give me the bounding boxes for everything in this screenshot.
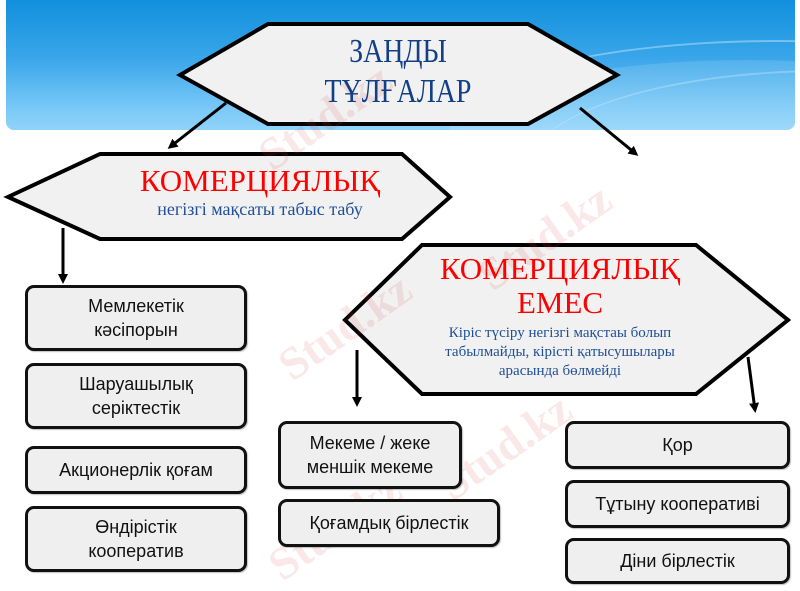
non-commercial-item-consumer-coop: Тұтыну кооперативі <box>565 480 790 528</box>
commercial-label: КОМЕРЦИЯЛЫҚ негізгі мақсаты табыс табу <box>80 164 440 220</box>
non-commercial-item-fund: Қор <box>565 421 790 469</box>
commercial-hexagon <box>3 152 454 241</box>
root-title-line2: ТҰЛҒАЛАР <box>324 73 472 110</box>
item-line: Акционерлік қоғам <box>59 460 213 480</box>
item-line: кәсіпорын <box>94 320 178 340</box>
arrow-noncommercial-to-right-items <box>746 356 760 413</box>
commercial-item-partnership: Шаруашылық серіктестік <box>25 363 247 429</box>
item-line: Өндірістік <box>95 517 177 537</box>
non-commercial-item-institution: Мекеме / жеке меншік мекеме <box>278 421 462 489</box>
non-commercial-item-public-association: Қоғамдық бірлестік <box>278 499 500 547</box>
non-commercial-item-religious-association: Діни бірлестік <box>565 538 790 584</box>
item-line: Тұтыну кооперативі <box>595 494 760 514</box>
item-line: Шаруашылық <box>79 374 193 394</box>
item-line: меншік мекеме <box>306 457 434 477</box>
item-line: Мемлекетік <box>88 296 184 316</box>
root-title-line1: ЗАҢДЫ <box>349 33 447 70</box>
item-line: серіктестік <box>91 398 181 418</box>
root-title: ЗАҢДЫ ТҰЛҒАЛАР <box>268 32 528 112</box>
non-commercial-title-line1: КОМЕРЦИЯЛЫҚ <box>439 251 681 286</box>
commercial-item-production-coop: Өндірістік кооператив <box>25 506 247 572</box>
commercial-title: КОМЕРЦИЯЛЫҚ <box>139 163 381 198</box>
item-line: кооператив <box>88 541 184 561</box>
item-line: Діни бірлестік <box>620 551 735 571</box>
non-commercial-title-line2: ЕМЕС <box>516 285 604 320</box>
commercial-item-joint-stock: Акционерлік қоғам <box>25 446 247 494</box>
non-commercial-desc-line3: арасында бөлмейді <box>498 363 622 379</box>
commercial-item-state-enterprise: Мемлекетік кәсіпорын <box>25 285 247 351</box>
item-line: Қоғамдық бірлестік <box>309 513 469 533</box>
arrow-root-to-non-commercial <box>579 106 639 156</box>
non-commercial-desc-line2: табылмайды, кірісті қатысушылары <box>445 344 675 360</box>
root-hexagon <box>175 22 622 126</box>
commercial-subtitle: негізгі мақсаты табыс табу <box>157 199 363 219</box>
non-commercial-hexagon <box>342 243 792 396</box>
non-commercial-desc-line1: Кіріс түсіру негізгі мақстаы болып <box>448 325 672 341</box>
item-line: Қор <box>662 435 693 455</box>
arrow-root-to-commercial <box>167 101 227 149</box>
item-line: Мекеме / жеке <box>309 433 431 453</box>
non-commercial-label: КОМЕРЦИЯЛЫҚ ЕМЕС Кіріс түсіру негізгі ма… <box>400 252 720 381</box>
